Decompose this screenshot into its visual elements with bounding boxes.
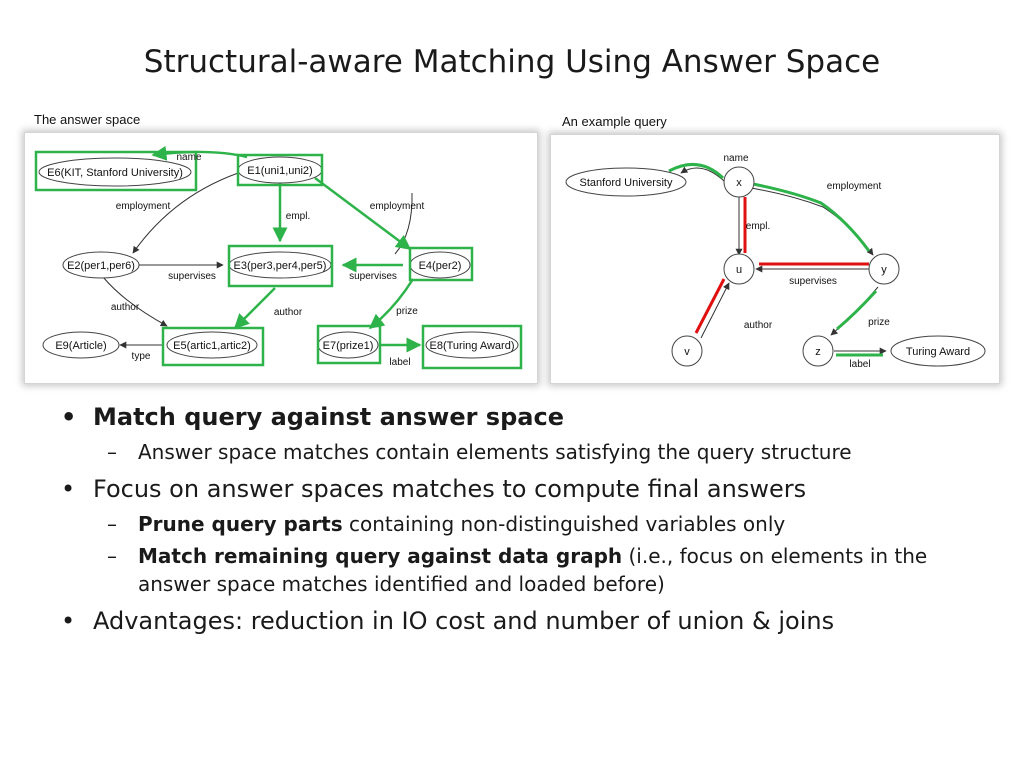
node-e6-shape — [38, 157, 192, 187]
query-node-u-shape — [723, 253, 755, 285]
edge-e4-e1-curve — [394, 192, 413, 255]
edge-e3-e5 — [233, 287, 276, 330]
query-node-stanford: Stanford University — [580, 177, 673, 189]
query-node-z: z — [815, 346, 821, 358]
query-node-u: u — [736, 264, 742, 276]
node-e2-shape — [62, 251, 140, 279]
edge-label-empl: empl. — [286, 211, 310, 222]
query-edge-label-prize: prize — [868, 317, 890, 328]
node-e7: E7(prize1) — [323, 340, 374, 352]
slide-title: Structural-aware Matching Using Answer S… — [143, 44, 881, 80]
query-edge-label-supervises: supervises — [789, 276, 837, 287]
query-panel: Stanford University x u y v z Turing Awa… — [551, 135, 999, 383]
match-box-e5 — [161, 326, 265, 367]
node-e4: E4(per2) — [419, 260, 462, 272]
query-node-x-shape — [723, 166, 755, 198]
edge-e1-e4 — [314, 176, 412, 251]
match-box-e4 — [408, 246, 474, 282]
sub-bullet-prune-bold: Prune query parts — [138, 512, 343, 536]
query-node-z-shape — [802, 335, 834, 367]
edge-label-supervises-left: supervises — [168, 271, 216, 282]
match-box-e6 — [34, 150, 198, 192]
node-e8: E8(Turing Award) — [430, 340, 515, 352]
edge-e1-e2 — [132, 169, 248, 254]
query-node-stanford-shape — [565, 167, 687, 197]
query-node-v-shape — [671, 335, 703, 367]
query-edge-label-employment: employment — [827, 181, 882, 192]
query-edge-label-author: author — [744, 320, 773, 331]
query-edge-label-name: name — [723, 153, 748, 164]
query-edge-label-empl: empl. — [746, 221, 770, 232]
edge-label-prize: prize — [396, 306, 418, 317]
query-node-turing-shape — [890, 335, 986, 367]
node-e2: E2(per1,per6) — [67, 260, 135, 272]
sub-bullet-prune: Prune query parts containing non-disting… — [50, 510, 990, 538]
edge-e4-e7 — [368, 278, 415, 329]
sub-bullet-match-remaining-rest: (i.e., focus on elements in the answer s… — [138, 544, 928, 596]
query-edge-v-u — [700, 282, 730, 339]
node-e5-shape — [166, 331, 258, 359]
bullet-focus: Focus on answer spaces matches to comput… — [50, 472, 990, 506]
answer-space-caption: The answer space — [34, 112, 141, 127]
query-match-employment — [752, 182, 871, 252]
query-node-turing: Turing Award — [906, 346, 970, 358]
node-e6: E6(KIT, Stanford University) — [47, 167, 183, 179]
node-e3: E3(per3,per4,per5) — [234, 260, 327, 272]
node-e1: E1(uni1,uni2) — [247, 165, 312, 177]
edge-e2-e5 — [102, 276, 168, 327]
edge-label-supervises-right: supervises — [349, 271, 397, 282]
edge-label-name: name — [176, 152, 201, 163]
query-caption: An example query — [562, 114, 667, 129]
answer-space-graph: E6(KIT, Stanford University) E1(uni1,uni… — [34, 145, 523, 370]
query-match-prize — [836, 289, 878, 331]
edge-label-label: label — [389, 357, 410, 368]
edge-label-employment-right: employment — [370, 201, 425, 212]
edge-label-employment-left: employment — [116, 201, 171, 212]
query-node-y-shape — [868, 253, 900, 285]
match-box-e7 — [316, 324, 382, 365]
query-pruned-author — [694, 278, 726, 334]
query-match-name — [668, 162, 725, 180]
sub-bullet-answer-space-matches: Answer space matches contain elements sa… — [50, 438, 990, 466]
sub-bullet-match-remaining: Match remaining query against data graph… — [50, 542, 990, 598]
sub-bullet-match-remaining-bold: Match remaining query against data graph — [138, 544, 623, 568]
query-node-y: y — [881, 264, 887, 276]
bullet-advantages: Advantages: reduction in IO cost and num… — [50, 604, 990, 638]
node-e8-shape — [425, 331, 519, 359]
edge-label-author-mid: author — [274, 307, 303, 318]
sub-bullet-prune-rest: containing non-distinguished variables o… — [342, 512, 786, 536]
query-node-v: v — [684, 346, 690, 358]
node-e9: E9(Article) — [55, 340, 106, 352]
edge-label-author-left: author — [111, 302, 140, 313]
query-graph: Stanford University x u y v z Turing Awa… — [565, 153, 986, 370]
bullet-list: Match query against answer space Answer … — [50, 394, 990, 638]
edge-label-type: type — [132, 351, 151, 362]
match-box-e8 — [421, 324, 523, 370]
query-edge-x-stanford — [680, 166, 725, 182]
node-e5: E5(artic1,artic2) — [173, 340, 251, 352]
match-box-e1 — [236, 153, 324, 187]
bullet-match-query: Match query against answer space — [50, 400, 990, 434]
answer-space-panel: E6(KIT, Stanford University) E1(uni1,uni… — [25, 133, 537, 383]
node-e9-shape — [42, 331, 120, 359]
query-node-x: x — [736, 177, 742, 189]
query-edge-label-label: label — [849, 359, 870, 370]
match-box-e3 — [227, 244, 334, 288]
